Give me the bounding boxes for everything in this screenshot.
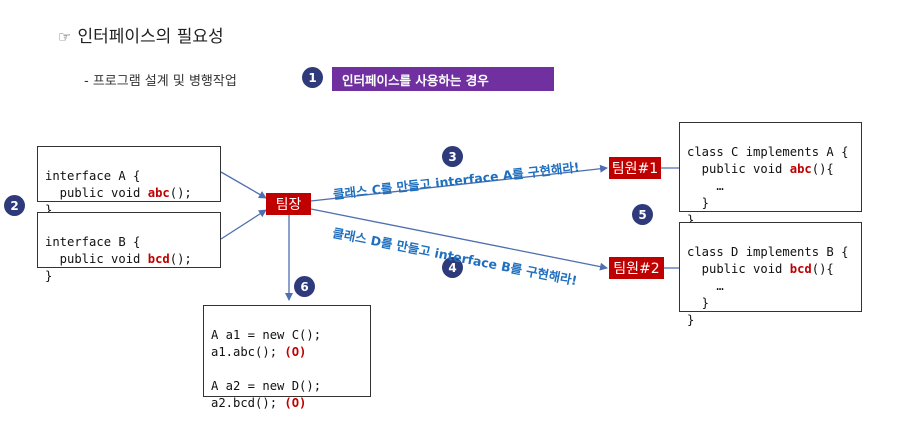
code-line: … — [687, 179, 724, 193]
leader-tag: 팀장 — [266, 193, 311, 215]
step-badge-4: 4 — [442, 257, 463, 278]
method-name: bcd — [147, 252, 170, 266]
method-name: bcd — [789, 262, 812, 276]
code-line: a1.abc(); (O) — [211, 345, 307, 359]
code-line: public void abc(); — [45, 186, 192, 200]
code-line: } — [687, 196, 710, 210]
code-line: public void bcd(){ — [687, 262, 834, 276]
class-d-box: class D implements B { public void bcd()… — [679, 222, 862, 327]
method-name: abc — [147, 186, 170, 200]
step-badge-6: 6 — [294, 276, 315, 297]
code-line: A a2 = new D(); — [211, 379, 322, 393]
code-line: a2.bcd(); (O) — [211, 396, 307, 410]
arrow-leader-to-member2 — [310, 208, 608, 271]
ok-mark: (O) — [284, 345, 307, 359]
code-line: interface B { — [45, 235, 141, 249]
arrow-iface-a-to-leader — [220, 171, 267, 199]
arrow-iface-b-to-leader — [220, 209, 267, 240]
usage-banner: 인터페이스를 사용하는 경우 — [332, 67, 554, 91]
member1-tag: 팀원#1 — [609, 157, 661, 179]
code-line-blank — [211, 361, 363, 378]
step-badge-2: 2 — [4, 195, 25, 216]
step-badge-1: 1 — [302, 67, 323, 88]
class-c-box: class C implements A { public void abc()… — [679, 122, 862, 227]
arrow-leader-to-member1 — [310, 164, 608, 202]
code-line: class D implements B { — [687, 245, 849, 259]
pointing-hand-icon: ☞ — [58, 28, 72, 46]
code-line: } — [687, 213, 695, 227]
usage-code-box: A a1 = new C(); a1.abc(); (O) A a2 = new D… — [203, 305, 371, 410]
code-line: } — [687, 313, 695, 327]
page-title-text: 인터페이스의 필요성 — [77, 27, 224, 47]
interface-a-box: interface A { public void abc();} — [37, 146, 221, 217]
method-name: abc — [789, 162, 812, 176]
code-line: public void abc(){ — [687, 162, 834, 176]
code-line: … — [687, 279, 724, 293]
member2-tag: 팀원#2 — [609, 257, 664, 279]
code-line: } — [687, 296, 710, 310]
code-line: class C implements A { — [687, 145, 849, 159]
ok-mark: (O) — [284, 396, 307, 410]
step-badge-5: 5 — [632, 204, 653, 225]
page-title: ☞ 인터페이스의 필요성 — [58, 22, 224, 47]
code-line: } — [45, 203, 53, 217]
connector-arrows — [220, 164, 679, 301]
code-line: A a1 = new C(); — [211, 328, 322, 342]
code-line: } — [45, 269, 53, 283]
interface-b-box: interface B { public void bcd();} — [37, 212, 221, 283]
subtitle: - 프로그램 설계 및 병행작업 — [84, 74, 237, 89]
code-line: interface A { — [45, 169, 141, 183]
step-badge-3: 3 — [442, 146, 463, 167]
code-line: public void bcd(); — [45, 252, 192, 266]
